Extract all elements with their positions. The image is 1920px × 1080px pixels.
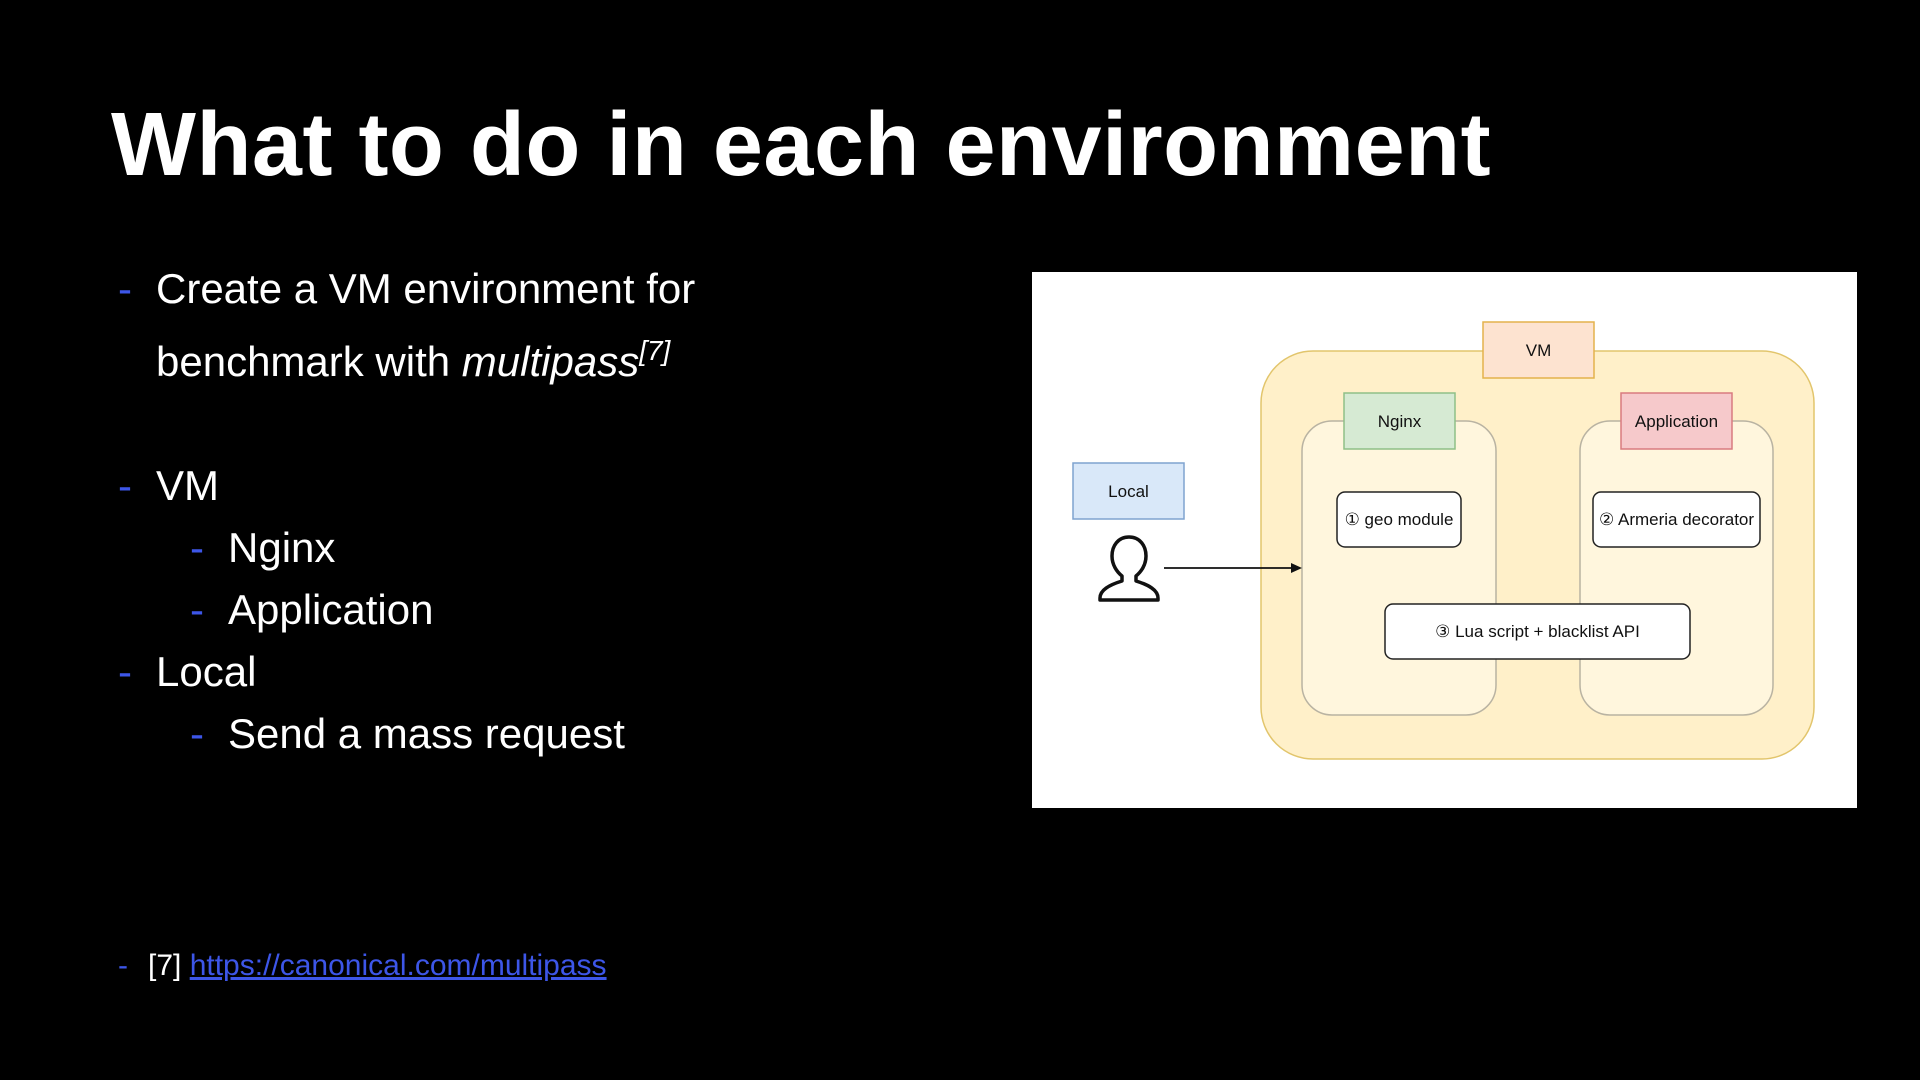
armeria-decorator-label: ② Armeria decorator [1599, 510, 1754, 529]
bullet-nginx-label: Nginx [228, 524, 336, 571]
nginx-container [1301, 420, 1497, 716]
lua-script-label: ③ Lua script + blacklist API [1435, 622, 1640, 641]
bullet-create-vm-line2: benchmark with [156, 338, 462, 385]
architecture-diagram: VM Nginx Application Local ① geo module … [1032, 272, 1857, 808]
application-container [1579, 420, 1774, 716]
bullet-nginx: - Nginx [118, 517, 958, 579]
footnote-ref: [7] [148, 949, 182, 982]
bullet-list: - Create a VM environment for benchmark … [118, 258, 958, 765]
vm-label: VM [1526, 341, 1552, 360]
footnote-dash: - [118, 949, 128, 982]
vm-label-box [1482, 321, 1595, 379]
bullet-dash: - [190, 524, 204, 571]
person-outline-icon [1098, 535, 1160, 602]
nginx-label: Nginx [1378, 412, 1422, 431]
bullet-dash: - [190, 710, 204, 757]
armeria-decorator-box [1592, 491, 1761, 548]
bullet-local: - Local [118, 641, 958, 703]
reference-marker: [7] [639, 335, 671, 366]
multipass-link[interactable]: https://canonical.com/multipass [189, 949, 607, 982]
application-label-box [1620, 392, 1733, 450]
bullet-send-request: - Send a mass request [118, 703, 958, 765]
bullet-vm-label: VM [156, 462, 219, 509]
nginx-label-box [1343, 392, 1456, 450]
bullet-dash: - [118, 265, 132, 312]
bullet-create-vm: - Create a VM environment for [118, 258, 958, 320]
bullet-vm: - VM [118, 455, 958, 517]
bullet-send-request-label: Send a mass request [228, 710, 625, 757]
bullet-local-label: Local [156, 648, 257, 695]
bullet-dash: - [118, 462, 132, 509]
multipass-term: multipass [461, 338, 640, 385]
bullet-dash: - [118, 648, 132, 695]
application-label: Application [1635, 412, 1718, 431]
bullet-application-label: Application [228, 586, 434, 633]
bullet-application: - Application [118, 579, 958, 641]
bullet-create-vm-cont: benchmark with multipass[7] [118, 320, 958, 393]
spacer [118, 393, 958, 455]
slide-title: What to do in each environment [111, 95, 1492, 195]
bullet-create-vm-line1: Create a VM environment for [156, 265, 696, 312]
lua-script-box [1384, 603, 1691, 660]
request-arrow [1164, 563, 1302, 573]
local-label-box [1072, 462, 1185, 520]
geo-module-box [1336, 491, 1462, 548]
geo-module-label: ① geo module [1345, 510, 1454, 529]
footnote: -[7] https://canonical.com/multipass [118, 946, 607, 986]
bullet-dash: - [190, 586, 204, 633]
local-label: Local [1108, 482, 1149, 501]
